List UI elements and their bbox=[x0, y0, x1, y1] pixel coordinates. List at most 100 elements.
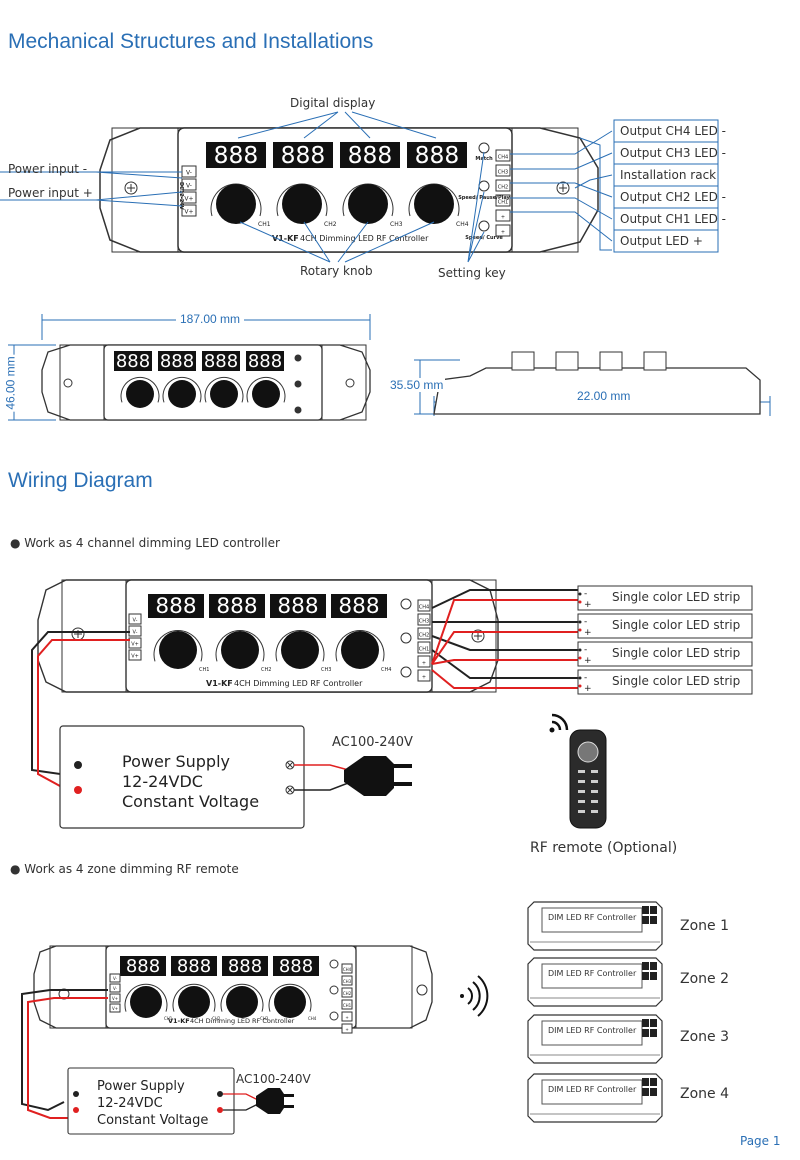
terminal bbox=[181, 178, 197, 191]
terminal-label: V- bbox=[133, 630, 138, 636]
terminal bbox=[341, 1011, 353, 1022]
w1-product: 4CH Dimming LED RF Controller bbox=[234, 679, 363, 688]
receiver-terminal bbox=[642, 906, 649, 914]
speed-curve-label: Speed/ Curve bbox=[465, 235, 503, 241]
digital-display bbox=[148, 594, 204, 618]
channel-label: CH3 bbox=[260, 1016, 269, 1021]
terminal bbox=[417, 627, 431, 640]
terminal-label: + bbox=[422, 660, 426, 666]
display-digits: 888 bbox=[214, 141, 259, 169]
strip-minus: - bbox=[584, 673, 587, 683]
rotary-knob bbox=[159, 631, 197, 669]
terminal bbox=[495, 209, 511, 222]
strip-minus: - bbox=[584, 617, 587, 627]
display-digits: 888 bbox=[116, 351, 150, 372]
terminal-label: CH3 bbox=[343, 979, 352, 984]
product-name: 4CH Dimming LED RF Controller bbox=[300, 234, 429, 243]
strip-4-label: Single color LED strip bbox=[612, 674, 741, 688]
terminal-label: CH1 bbox=[419, 646, 429, 652]
power-supply-text: Power Supply 12-24VDC Constant Voltage bbox=[122, 752, 259, 812]
terminal-label: CH4 bbox=[419, 604, 429, 610]
display-digits: 888 bbox=[348, 141, 393, 169]
knob-arc bbox=[275, 630, 325, 662]
power-supply-type: Constant Voltage bbox=[122, 792, 260, 811]
ac-label: AC100-240V bbox=[332, 735, 413, 750]
power-input-minus-label: Power input - bbox=[8, 162, 88, 176]
receiver-terminal bbox=[642, 1078, 649, 1086]
terminal bbox=[417, 613, 431, 626]
display-digits: 888 bbox=[216, 594, 257, 619]
rotary-knob bbox=[168, 380, 196, 408]
strip-plus: + bbox=[584, 656, 592, 666]
receiver-terminal bbox=[642, 1029, 649, 1037]
led-strip bbox=[577, 669, 753, 695]
rotary-knob bbox=[281, 631, 319, 669]
knob-arc bbox=[120, 376, 160, 403]
digital-display-label: Digital display bbox=[290, 96, 376, 110]
channel-label: CH1 bbox=[199, 667, 209, 673]
terminal-label: V- bbox=[113, 986, 118, 991]
terminal-label: V+ bbox=[112, 1006, 118, 1011]
channel-label: CH4 bbox=[308, 1016, 317, 1021]
setting-key-label: Setting key bbox=[438, 266, 506, 280]
terminal bbox=[341, 1023, 353, 1034]
channel-label: CH2 bbox=[261, 667, 271, 673]
terminal bbox=[341, 975, 353, 986]
terminal-label: V+ bbox=[131, 642, 139, 648]
receiver-terminal bbox=[650, 906, 657, 914]
channel-label: CH1 bbox=[164, 1016, 173, 1021]
receiver-3-label: DIM LED RF Controller bbox=[548, 1026, 637, 1035]
knob-arc bbox=[162, 376, 202, 403]
terminal bbox=[495, 164, 511, 177]
receiver-label-plate bbox=[541, 1020, 643, 1046]
terminal bbox=[181, 191, 197, 204]
terminal-label: CH3 bbox=[419, 618, 429, 624]
digital-display bbox=[340, 142, 400, 168]
strip-3-label: Single color LED strip bbox=[612, 646, 741, 660]
strip-plus: + bbox=[584, 600, 592, 610]
led-strip bbox=[577, 585, 753, 611]
terminal bbox=[495, 149, 511, 162]
knob-arc bbox=[220, 983, 264, 1012]
strip-pad bbox=[578, 676, 582, 680]
channel-label: CH3 bbox=[390, 221, 403, 228]
display-digits: 888 bbox=[155, 594, 196, 619]
digital-display bbox=[114, 351, 152, 371]
mode1-bullet: ● Work as 4 channel dimming LED controll… bbox=[10, 536, 280, 550]
rotary-knob bbox=[348, 184, 388, 224]
installation-rack-label: Installation rack bbox=[620, 168, 717, 182]
terminal-label: V+ bbox=[184, 195, 193, 202]
terminal bbox=[495, 224, 511, 237]
digital-display bbox=[407, 142, 467, 168]
terminal-label: V- bbox=[186, 169, 192, 176]
power-supply-title: Power Supply bbox=[122, 752, 230, 771]
width-dimension: 46.00 mm bbox=[3, 354, 18, 412]
digital-display bbox=[273, 142, 333, 168]
strip-pad bbox=[578, 592, 582, 596]
channel-label: CH2 bbox=[212, 1016, 221, 1021]
terminal-label: + bbox=[501, 214, 505, 220]
terminal bbox=[417, 669, 431, 682]
power-supply-text-2: Power Supply 12-24VDC Constant Voltage bbox=[97, 1078, 208, 1129]
terminal bbox=[417, 641, 431, 654]
terminal bbox=[417, 599, 431, 612]
knob-arc bbox=[268, 983, 312, 1012]
height-dimension: 35.50 mm bbox=[388, 378, 446, 392]
strip-1-label: Single color LED strip bbox=[612, 590, 741, 604]
rotary-knob bbox=[341, 631, 379, 669]
terminal-label: CH2 bbox=[343, 991, 352, 996]
terminal-label: + bbox=[422, 674, 426, 680]
rotary-knob bbox=[126, 380, 154, 408]
digital-display bbox=[209, 594, 265, 618]
mode1-label: Work as 4 channel dimming LED controller bbox=[24, 536, 280, 550]
display-digits: 888 bbox=[415, 141, 460, 169]
speed-curve-button bbox=[478, 220, 490, 232]
strip-plus: + bbox=[584, 684, 592, 694]
terminal-label: CH2 bbox=[498, 184, 508, 190]
digital-display bbox=[246, 351, 284, 371]
rotary-knob bbox=[210, 380, 238, 408]
terminal bbox=[417, 655, 431, 668]
terminal bbox=[341, 963, 353, 974]
